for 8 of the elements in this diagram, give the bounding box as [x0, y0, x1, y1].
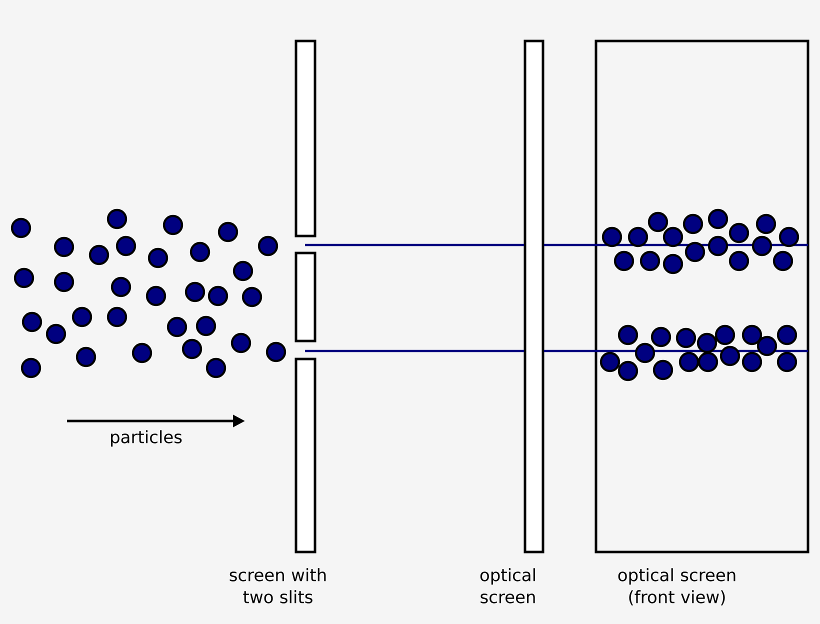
beam-line	[544, 244, 808, 246]
screen-label: screen with two slits	[230, 568, 326, 604]
beam-line	[305, 350, 524, 352]
beam-line	[305, 244, 524, 246]
beam-line	[544, 350, 808, 352]
screen-label: optical screen	[480, 568, 535, 604]
screen-label: optical screen (front view)	[618, 568, 736, 606]
label: particles	[111, 430, 182, 447]
